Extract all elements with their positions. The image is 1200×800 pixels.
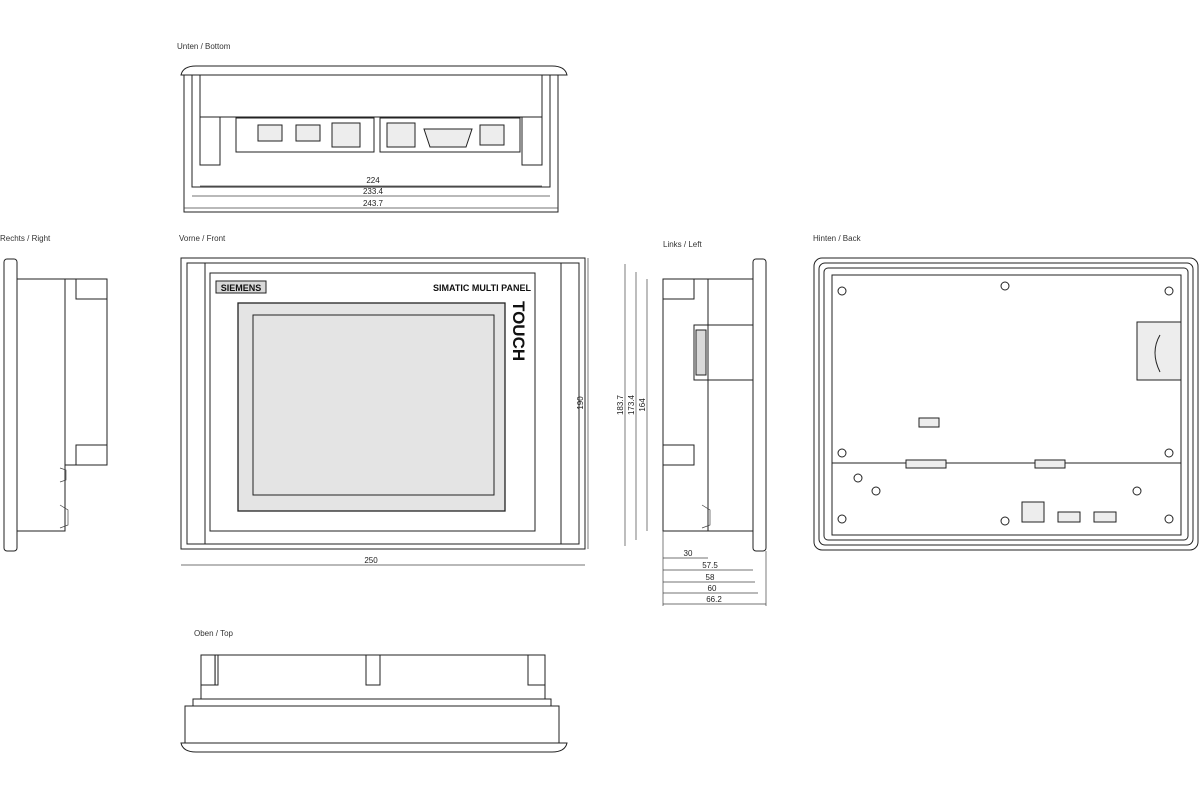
siemens-logo-box	[215, 280, 267, 294]
dim-left-d1: 30	[684, 549, 693, 558]
back-view-label: Hinten / Back	[813, 234, 862, 243]
left-bezel	[752, 258, 767, 552]
right-bottom-clip	[75, 444, 108, 466]
left-view: Links / Left 183.7 173.4 164 30 57.5 58 …	[616, 240, 767, 606]
bottom-view-label: Unten / Bottom	[177, 42, 231, 51]
screw-hole	[853, 473, 863, 483]
memory-card-grip	[1154, 334, 1161, 373]
right-rear-housing	[64, 278, 108, 466]
power-connector	[479, 124, 505, 146]
left-rear-housing	[662, 278, 709, 532]
back-port-strip-2	[1034, 459, 1066, 469]
back-outer-frame	[813, 257, 1199, 551]
left-bottom-clip	[662, 444, 695, 466]
dim-left-h1: 183.7	[616, 394, 625, 415]
bottom-left-clip	[199, 116, 221, 166]
screw-holes	[837, 281, 1174, 526]
back-rim	[823, 267, 1189, 541]
top-mid-band	[192, 698, 552, 707]
left-housing	[707, 278, 754, 532]
dim-left-d3: 58	[706, 573, 715, 582]
screw-hole	[1000, 516, 1010, 526]
product-label: SIMATIC MULTI PANEL	[433, 283, 531, 293]
dim-bottom-1: 224	[366, 176, 380, 185]
back-port-strip-1	[905, 459, 947, 469]
screw-hole	[1164, 514, 1174, 524]
dim-front-width: 250	[364, 556, 378, 565]
bottom-right-clip	[521, 116, 543, 166]
dim-front-height: 190	[576, 396, 585, 410]
left-slot-card	[695, 329, 707, 376]
screw-hole	[837, 286, 847, 296]
left-clamp	[701, 504, 711, 529]
screw-hole	[1000, 281, 1010, 291]
bottom-bezel	[180, 65, 568, 76]
front-view: Vorne / Front SIEMENS SIMATIC MULTI PANE…	[179, 234, 589, 566]
right-view: Rechts / Right	[0, 234, 108, 552]
right-top-clip	[75, 278, 108, 300]
screw-hole	[837, 448, 847, 458]
top-clip-right	[527, 654, 546, 686]
top-rear-housing	[200, 654, 546, 700]
dim-bottom-2: 233.4	[363, 187, 384, 196]
usb-port-2	[295, 124, 321, 142]
top-housing	[184, 705, 560, 744]
back-power-socket	[1021, 501, 1045, 523]
right-housing	[16, 278, 66, 532]
touch-screen-outer	[237, 302, 506, 512]
left-top-clip	[662, 278, 695, 300]
top-clip-left	[200, 654, 219, 686]
connector-block-2	[379, 117, 521, 153]
left-view-label: Links / Left	[663, 240, 702, 249]
right-clamps	[59, 467, 69, 529]
front-panel-area	[209, 272, 536, 532]
connector-block-1	[235, 117, 375, 153]
back-view: Hinten / Back	[813, 234, 1199, 551]
screw-hole	[1132, 486, 1142, 496]
top-view-label: Oben / Top	[194, 629, 234, 638]
front-view-label: Vorne / Front	[179, 234, 226, 243]
back-inner-frame	[818, 262, 1194, 546]
memory-card-slot	[1136, 321, 1182, 381]
front-inner-frame	[186, 262, 580, 545]
back-lower-housing	[831, 462, 1182, 536]
ethernet-port-1	[331, 122, 361, 148]
screw-hole	[871, 486, 881, 496]
screw-hole	[1164, 286, 1174, 296]
touch-label: TOUCH	[509, 301, 528, 361]
usb-port-1	[257, 124, 283, 142]
dip-switch	[918, 417, 940, 428]
dim-left-d5: 66.2	[706, 595, 722, 604]
back-connector-1	[1057, 511, 1081, 523]
dim-left-d2: 57.5	[702, 561, 718, 570]
screw-hole	[1164, 448, 1174, 458]
dim-left-d4: 60	[708, 584, 717, 593]
left-slot-frame	[693, 324, 709, 381]
back-upper-housing	[831, 274, 1182, 464]
top-view: Oben / Top	[180, 629, 568, 753]
back-connector-2	[1093, 511, 1117, 523]
right-bezel	[3, 258, 18, 552]
dim-bottom-3: 243.7	[363, 199, 384, 208]
dim-left-h3: 164	[638, 398, 647, 412]
sub-d-connector	[423, 128, 473, 148]
bottom-view: Unten / Bottom 224 233.4 243.7	[177, 42, 568, 213]
bottom-upper-band	[199, 74, 543, 118]
ethernet-port-2	[386, 122, 416, 148]
screw-hole	[837, 514, 847, 524]
top-bezel	[180, 742, 568, 753]
touch-screen-display	[252, 314, 495, 496]
dim-left-h2: 173.4	[627, 394, 636, 415]
front-outer-frame	[180, 257, 586, 550]
brand-label: SIEMENS	[221, 283, 262, 293]
right-view-label: Rechts / Right	[0, 234, 51, 243]
top-clip-center	[365, 654, 381, 686]
